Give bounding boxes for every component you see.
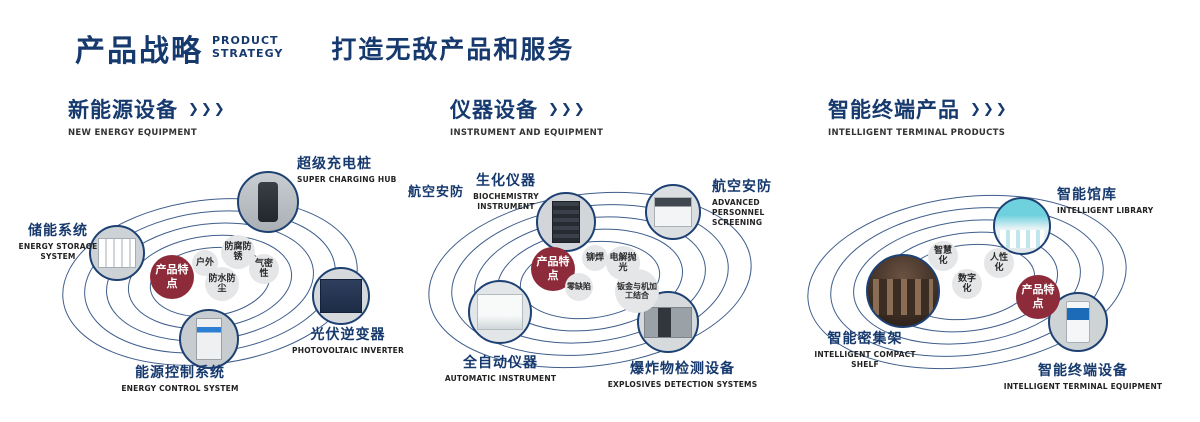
intelligent-library-photo — [993, 197, 1051, 255]
section-title: 智能终端产品 — [828, 98, 960, 122]
feature-bubble: 零缺陷 — [565, 273, 593, 301]
label-personnel-screening: 航空安防 ADVANCED PERSONNEL SCREENING — [712, 179, 772, 227]
label-biochemistry-instrument: 生化仪器 BIOCHEMISTRY INSTRUMENT — [473, 173, 539, 211]
section-subtitle: INTELLIGENT TERMINAL PRODUCTS — [828, 128, 1006, 138]
section-header-new-energy: 新能源设备 ❯❯❯ NEW ENERGY EQUIPMENT — [68, 94, 227, 138]
section-title: 新能源设备 — [68, 98, 178, 122]
feature-bubble: 气密性 — [249, 254, 279, 284]
label-energy-storage-system: 储能系统 ENERGY STORAGE SYSTEM — [18, 223, 98, 261]
feature-bubble: 防水防尘 — [205, 267, 239, 301]
label-automatic-instrument: 全自动仪器 AUTOMATIC INSTRUMENT — [444, 355, 557, 383]
feature-bubble: 数字化 — [952, 269, 982, 299]
triple-chevron-icon: ❯❯❯ — [970, 101, 1009, 117]
slogan: 打造无敌产品和服务 — [331, 35, 575, 64]
section-header-instruments: 仪器设备 ❯❯❯ INSTRUMENT AND EQUIPMENT — [450, 94, 603, 138]
page-title-en-line2: STRATEGY — [212, 47, 284, 60]
personnel-screening-photo — [645, 184, 701, 240]
triple-chevron-icon: ❯❯❯ — [548, 101, 587, 117]
page-header: 产品战略 PRODUCT STRATEGY 打造无敌产品和服务 — [75, 26, 574, 70]
page-title-en: PRODUCT STRATEGY — [212, 35, 283, 60]
intelligent-compact-shelf-photo — [866, 254, 940, 328]
energy-control-system-photo — [179, 309, 239, 369]
label-super-charging-hub: 超级充电桩 SUPER CHARGING HUB — [297, 156, 397, 184]
triple-chevron-icon: ❯❯❯ — [188, 101, 227, 117]
intelligent-terminal-photo — [1048, 292, 1108, 352]
label-explosives-detection: 爆炸物检测设备 EXPLOSIVES DETECTION SYSTEMS — [607, 361, 758, 389]
automatic-instrument-photo — [468, 280, 532, 344]
orbit-rings-intelligent-terminal — [807, 194, 1127, 370]
feature-bubble: 人性化 — [984, 248, 1014, 278]
label-energy-control-system: 能源控制系统 ENERGY CONTROL SYSTEM — [121, 365, 239, 393]
section-subtitle: INSTRUMENT AND EQUIPMENT — [450, 128, 604, 138]
feature-bubble: 智慧化 — [928, 241, 958, 271]
feature-bubble: 钣金与机加工结合 — [615, 269, 659, 313]
photovoltaic-inverter-photo — [312, 267, 370, 325]
product-features-badge: 产品特点 — [150, 255, 194, 299]
section-subtitle: NEW ENERGY EQUIPMENT — [68, 128, 197, 138]
energy-storage-photo — [89, 225, 145, 281]
label-photovoltaic-inverter: 光伏逆变器 PHOTOVOLTAIC INVERTER — [292, 327, 404, 355]
label-intelligent-library: 智能馆库 INTELLIGENT LIBRARY — [1057, 187, 1154, 215]
feature-bubble: 铆焊 — [582, 245, 608, 271]
page-title-en-line1: PRODUCT — [212, 34, 279, 48]
page-title: 产品战略 — [75, 34, 203, 69]
product-features-badge: 产品特点 — [1016, 275, 1060, 319]
label-aviation-security-aux: 航空安防 — [408, 185, 465, 200]
label-intelligent-compact-shelf: 智能密集架 INTELLIGENT COMPACT SHELF — [814, 331, 916, 369]
label-intelligent-terminal-equipment: 智能终端设备 INTELLIGENT TERMINAL EQUIPMENT — [1003, 363, 1163, 391]
section-title: 仪器设备 — [450, 98, 538, 122]
section-header-intelligent-terminal: 智能终端产品 ❯❯❯ INTELLIGENT TERMINAL PRODUCTS — [828, 94, 1009, 138]
super-charging-hub-photo — [237, 171, 299, 233]
